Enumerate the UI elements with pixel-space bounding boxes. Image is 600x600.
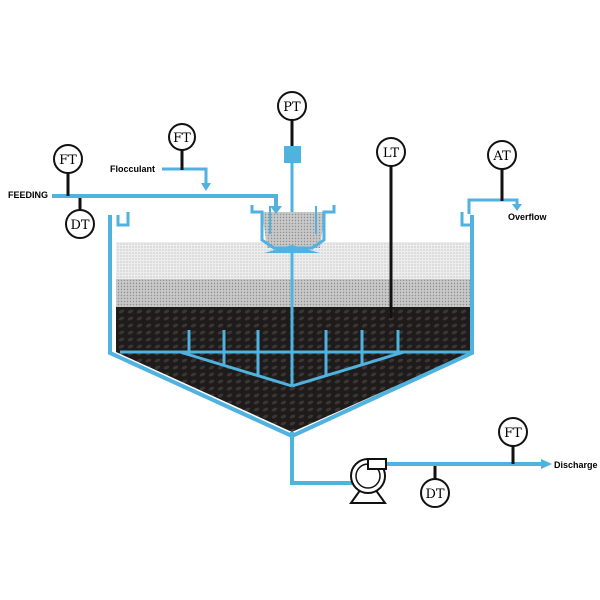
overflow-line [467,198,522,214]
discharge-line [290,432,552,485]
pt-tag: PT [283,100,301,115]
instrument-lines [66,119,515,480]
centrifugal-pump-icon [349,458,387,504]
instrument-at: AT [487,140,517,170]
instrument-ft-flocculant: FT [168,123,196,151]
lt-tag: LT [383,146,400,161]
dt-discharge-tag: DT [425,487,444,502]
discharge-label: Discharge [554,460,598,470]
ft-discharge-tag: FT [504,426,522,441]
rake-assembly [120,160,470,388]
flocculant-label: Flocculant [110,164,155,174]
instrument-ft-discharge: FT [498,417,528,447]
settling-zones [116,242,472,432]
feeding-label: FEEDING [8,190,48,200]
flocculant-line [162,167,211,191]
dt-feed-tag: DT [70,218,89,233]
ft-flocculant-tag: FT [173,131,191,146]
instrument-ft-feed: FT [53,144,83,174]
hindered-settling-zone [116,279,472,307]
instrument-pt: PT [277,91,307,121]
at-tag: AT [492,149,511,164]
rake-drive-icon [284,146,301,163]
feedwell [250,205,336,253]
instrument-dt-feed: DT [65,209,95,239]
overflow-label: Overflow [508,212,548,222]
feed-line [52,194,282,214]
sludge-zone [116,307,472,432]
instrument-lt: LT [376,137,406,167]
instrument-dt-discharge: DT [420,478,450,508]
ft-feed-tag: FT [59,153,77,168]
